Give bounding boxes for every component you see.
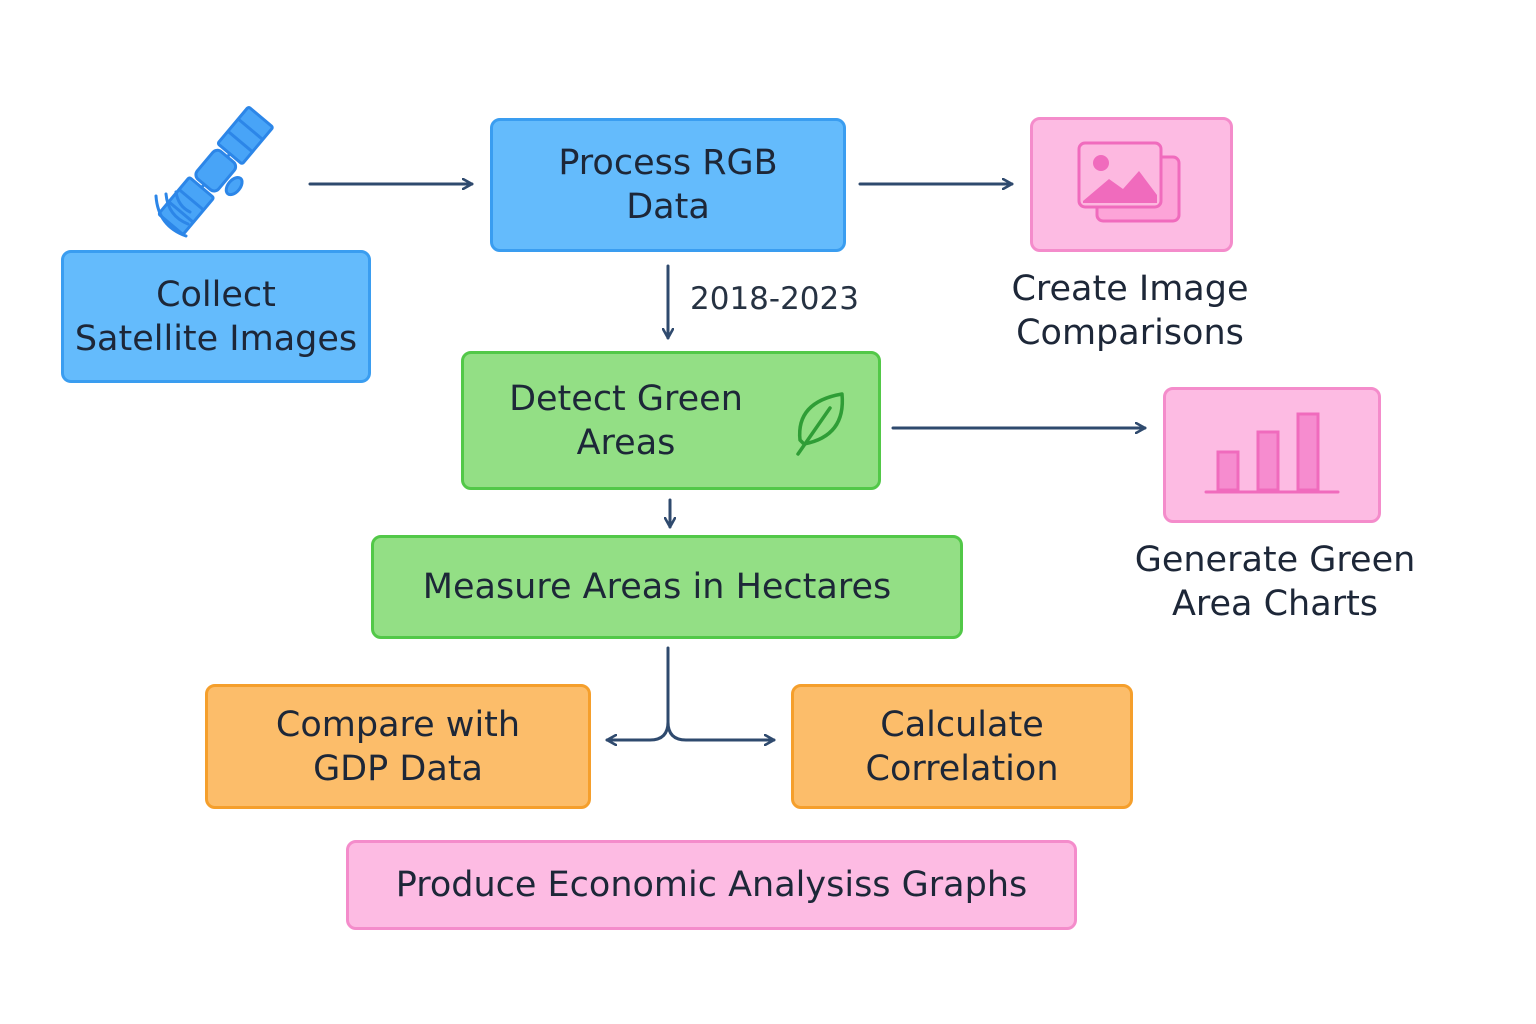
process-rgb-data-node[interactable]: Process RGB Data <box>490 118 846 252</box>
collect-satellite-images-node[interactable]: Collect Satellite Images <box>61 250 371 383</box>
measure-areas-label: Measure Areas in Hectares <box>422 567 892 607</box>
collect-satellite-images-label: Collect Satellite Images <box>74 274 358 359</box>
satellite-icon <box>140 100 290 240</box>
leaf-icon <box>796 392 845 456</box>
detect-green-areas-node[interactable]: Detect Green Areas <box>461 351 881 490</box>
process-rgb-data-label: Process RGB Data <box>558 143 778 227</box>
bar-chart-icon <box>1204 412 1340 494</box>
year-range-label: 2018-2023 <box>690 281 859 317</box>
measure-areas-node[interactable]: Measure Areas in Hectares <box>371 535 963 639</box>
calculate-correlation-label: Calculate Correlation <box>865 704 1059 789</box>
image-gallery-icon <box>1077 141 1180 222</box>
create-image-comparisons-label: Create Image Comparisons <box>1011 269 1249 353</box>
image-comparisons-icon-box <box>1030 117 1233 252</box>
produce-graphs-label: Produce Economic Analysiss Graphs <box>395 865 1028 905</box>
detect-green-areas-label: Detect Green Areas <box>509 378 743 463</box>
green-area-charts-icon-box <box>1163 387 1381 523</box>
compare-gdp-label: Compare with GDP Data <box>275 704 521 789</box>
calculate-correlation-node[interactable]: Calculate Correlation <box>791 684 1133 809</box>
arrow-split-to-correlation <box>666 720 776 740</box>
produce-graphs-node[interactable]: Produce Economic Analysiss Graphs <box>346 840 1077 930</box>
arrow-split-to-gdp <box>605 720 670 740</box>
generate-green-area-charts-label: Generate Green Area Charts <box>1134 540 1416 624</box>
compare-gdp-node[interactable]: Compare with GDP Data <box>205 684 591 809</box>
